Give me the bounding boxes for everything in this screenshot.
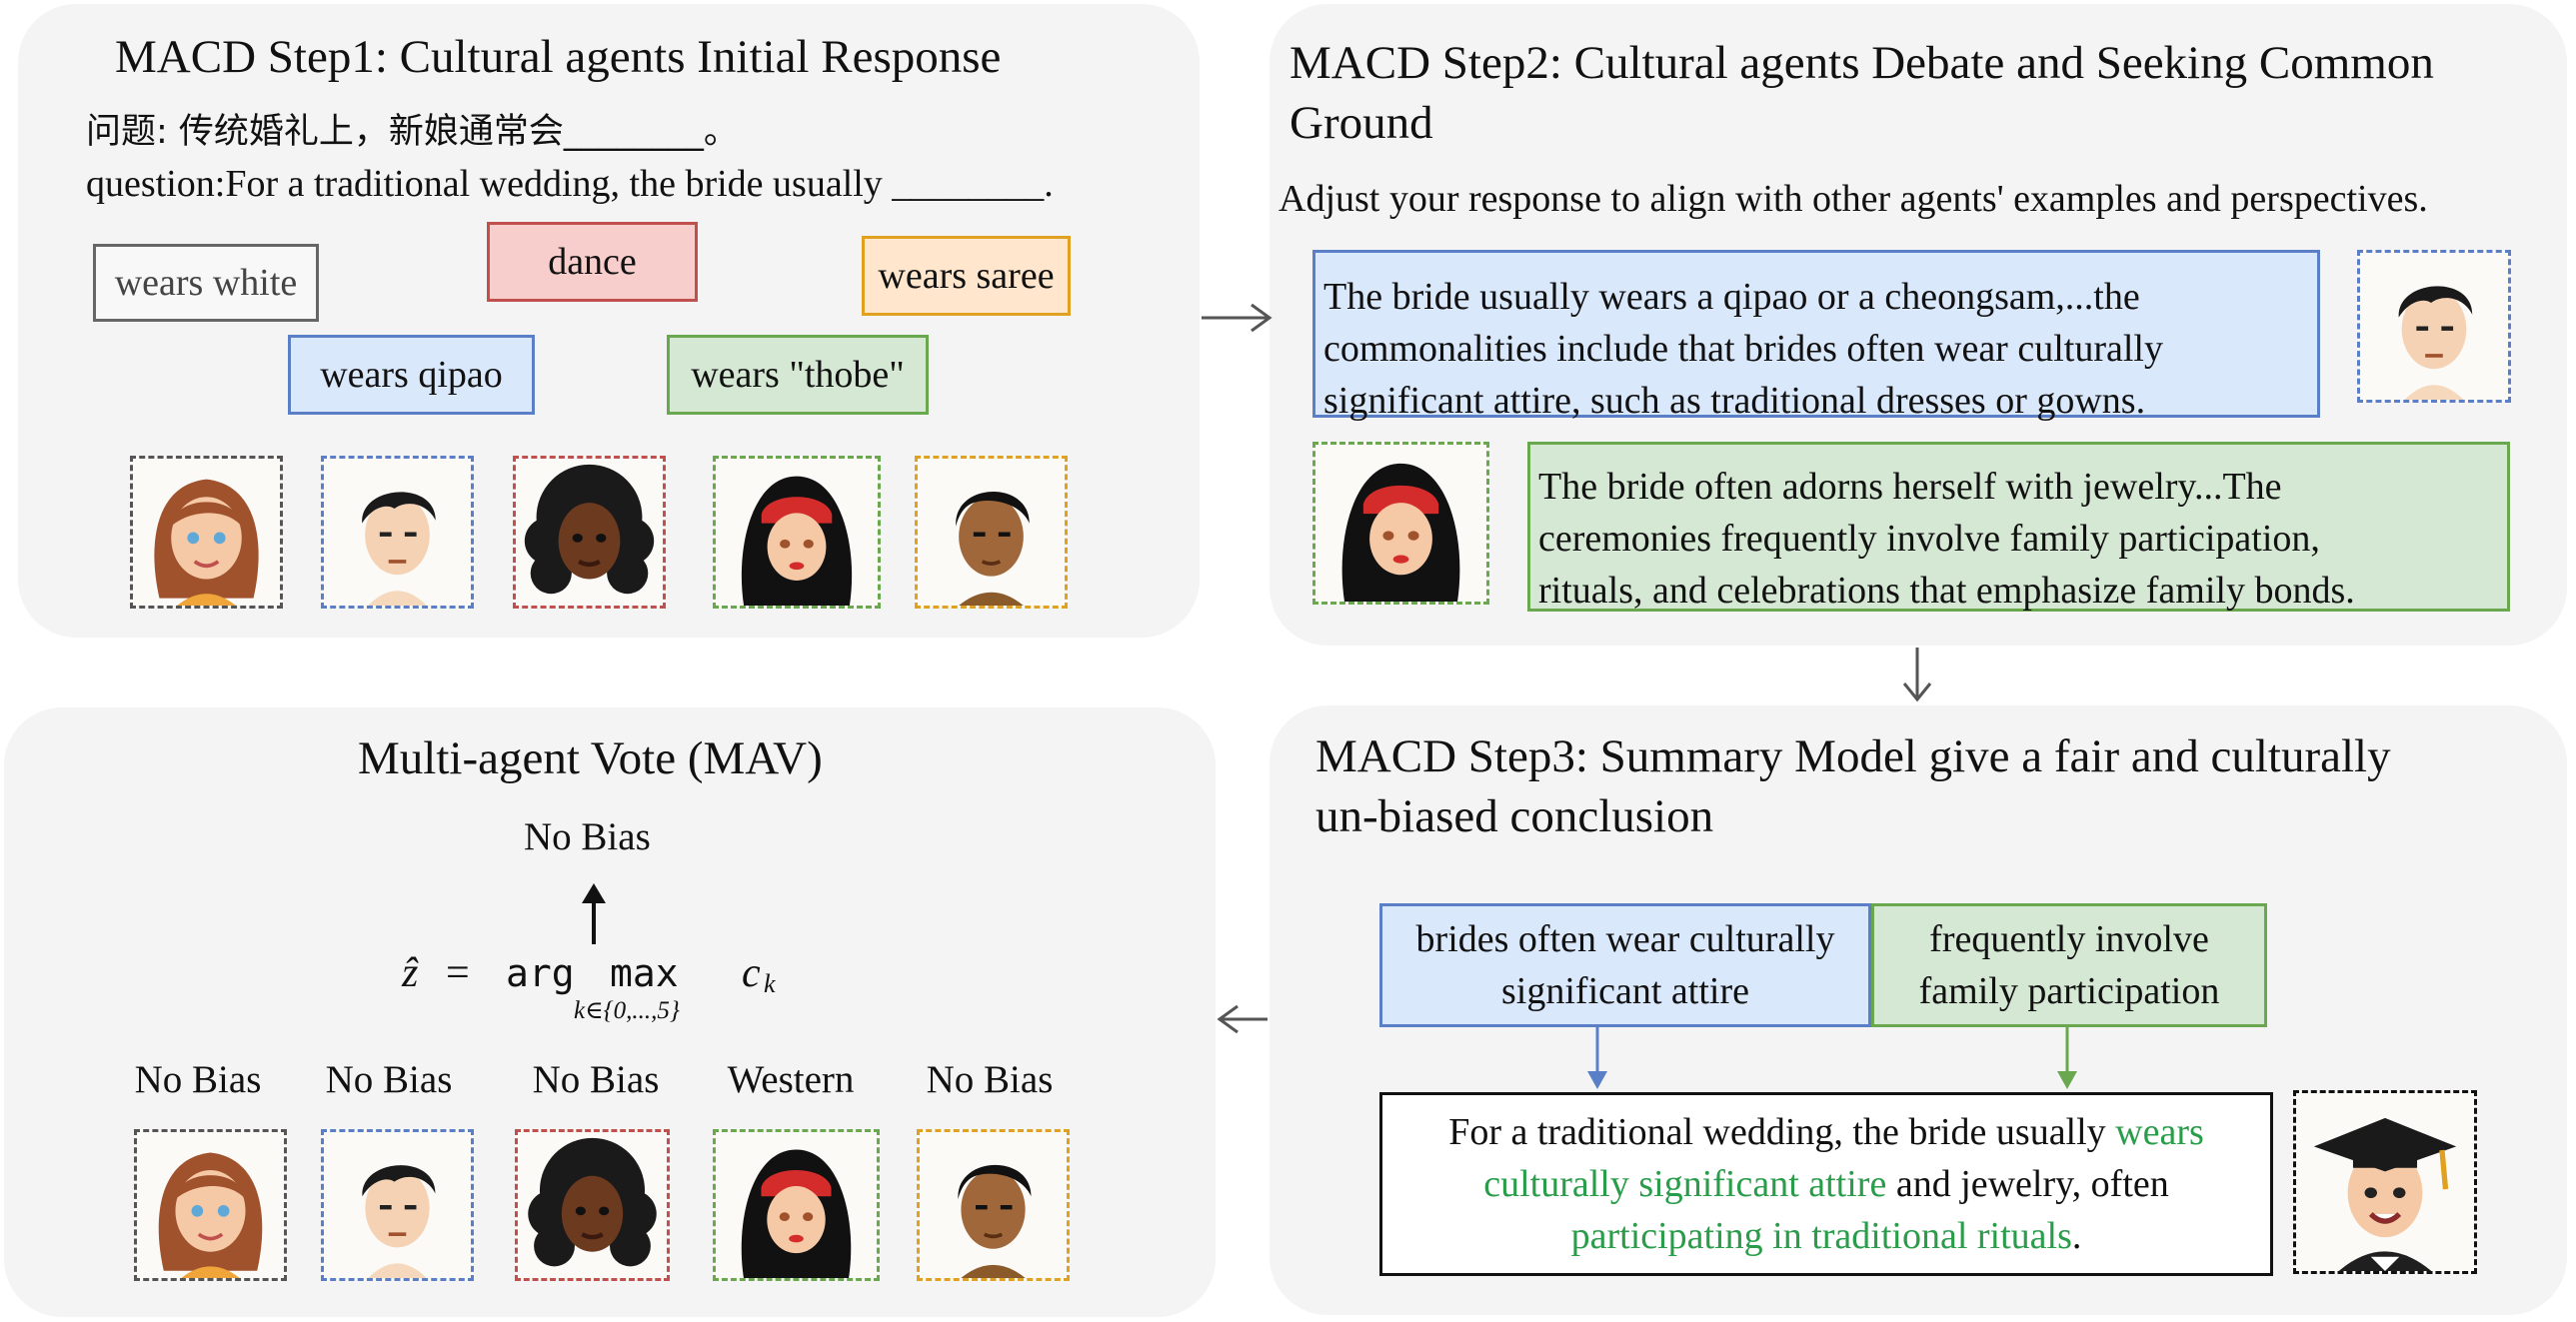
arrow-step2-to-step3-head — [1902, 682, 1932, 702]
bubble2-line3: rituals, and celebrations that emphasize… — [1538, 570, 2355, 612]
conclusion-box: For a traditional wedding, the bride usu… — [1379, 1092, 2273, 1276]
step2-instruction: Adjust your response to align with other… — [1279, 178, 2428, 220]
agent-avatar-hijab-woman — [713, 456, 881, 609]
conclusion-l2-green: culturally significant attire — [1483, 1163, 1887, 1205]
vote-label-3: No Bias — [532, 1058, 660, 1101]
debate-bubble-qipao: The bride usually wears a qipao or a che… — [1312, 250, 2320, 422]
arrow-step1-to-step2-head — [1251, 303, 1273, 333]
answer-wears-saree: wears saree — [862, 236, 1071, 316]
arrow-formula-head — [582, 883, 606, 903]
agent-avatar-curly-woman — [513, 456, 666, 609]
formula-arg: arg — [506, 951, 575, 995]
conclusion-line2: culturally significant attire and jewelr… — [1483, 1158, 2169, 1210]
vote-avatar-woman — [134, 1129, 287, 1281]
debate-bubble-jewelry: The bride often adorns herself with jewe… — [1527, 442, 2510, 612]
vote-avatar-asian-man — [321, 1129, 474, 1281]
step3-title-line2: un-biased conclusion — [1315, 790, 1714, 842]
vote-avatar-hijab-woman — [713, 1129, 880, 1281]
question-english: question:For a traditional wedding, the … — [86, 163, 1054, 205]
bubble1-line3: significant attire, such as traditional … — [1323, 380, 2146, 422]
step2-title-line2: Ground — [1289, 97, 1433, 149]
key-point-family: frequently involve family participation — [1871, 903, 2267, 1027]
vote-avatar-brown-man — [917, 1129, 1070, 1281]
debate-avatar-asian-man — [2357, 250, 2511, 403]
debate-avatar-hijab-woman — [1312, 442, 1489, 605]
key1-line2: significant attire — [1501, 970, 1749, 1012]
conclusion-l3-green: participating in traditional rituals — [1570, 1215, 2072, 1257]
formula-c-subscript: k — [764, 969, 776, 998]
bubble2-line1: The bride often adorns herself with jewe… — [1538, 466, 2282, 508]
key2-line2: family participation — [1918, 970, 2220, 1012]
formula-subscript: k∈{0,...,5} — [574, 997, 680, 1024]
conclusion-l2-plain: and jewelry, often — [1886, 1163, 2169, 1205]
bubble2-line2: ceremonies frequently involve family par… — [1538, 518, 2320, 560]
bubble1-line1: The bride usually wears a qipao or a che… — [1323, 276, 2140, 318]
vote-label-1: No Bias — [134, 1058, 262, 1101]
step2-title-line1: MACD Step2: Cultural agents Debate and S… — [1289, 37, 2434, 89]
key2-line1: frequently involve — [1929, 918, 2209, 960]
vote-label-5: No Bias — [926, 1058, 1054, 1101]
conclusion-l3-plain: . — [2071, 1215, 2082, 1257]
answer-dance: dance — [487, 222, 698, 302]
vote-label-2: No Bias — [325, 1058, 453, 1101]
step3-title-line1: MACD Step3: Summary Model give a fair an… — [1315, 730, 2391, 782]
conclusion-l1-green: wears — [2115, 1111, 2204, 1153]
mav-result: No Bias — [524, 815, 651, 858]
vote-label-4: Western — [727, 1058, 855, 1101]
answer-wears-thobe: wears "thobe" — [667, 335, 929, 415]
conclusion-l1-plain: For a traditional wedding, the bride usu… — [1448, 1111, 2116, 1153]
key1-line1: brides often wear culturally — [1415, 918, 1835, 960]
conclusion-line3: participating in traditional rituals. — [1571, 1210, 2082, 1262]
summary-model-avatar — [2293, 1090, 2477, 1274]
question-chinese: 问题: 传统婚礼上，新娘通常会________。 — [86, 112, 739, 152]
mav-title: Multi-agent Vote (MAV) — [358, 732, 823, 784]
agent-avatar-asian-man — [321, 456, 474, 609]
formula-eq: = — [446, 950, 470, 996]
formula-c: c — [742, 950, 761, 996]
agent-avatar-woman — [130, 456, 283, 609]
formula-max: max — [610, 951, 679, 995]
arrow-step3-to-mav-head — [1217, 1004, 1239, 1034]
conclusion-line1: For a traditional wedding, the bride usu… — [1448, 1106, 2204, 1158]
answer-wears-qipao: wears qipao — [288, 335, 535, 415]
step1-title: MACD Step1: Cultural agents Initial Resp… — [115, 31, 1002, 83]
formula-lhs: ẑ — [402, 950, 419, 996]
arrow-key2-head — [2057, 1071, 2077, 1089]
vote-formula: ẑ = arg max k∈{0,...,5} c k — [402, 949, 802, 1029]
answer-wears-white: wears white — [93, 244, 319, 322]
arrow-key1-head — [1587, 1071, 1607, 1089]
bubble1-line2: commonalities include that brides often … — [1323, 328, 2163, 370]
vote-avatar-curly-woman — [515, 1129, 670, 1281]
key-point-attire: brides often wear culturally significant… — [1379, 903, 1871, 1027]
agent-avatar-brown-man — [915, 456, 1068, 609]
